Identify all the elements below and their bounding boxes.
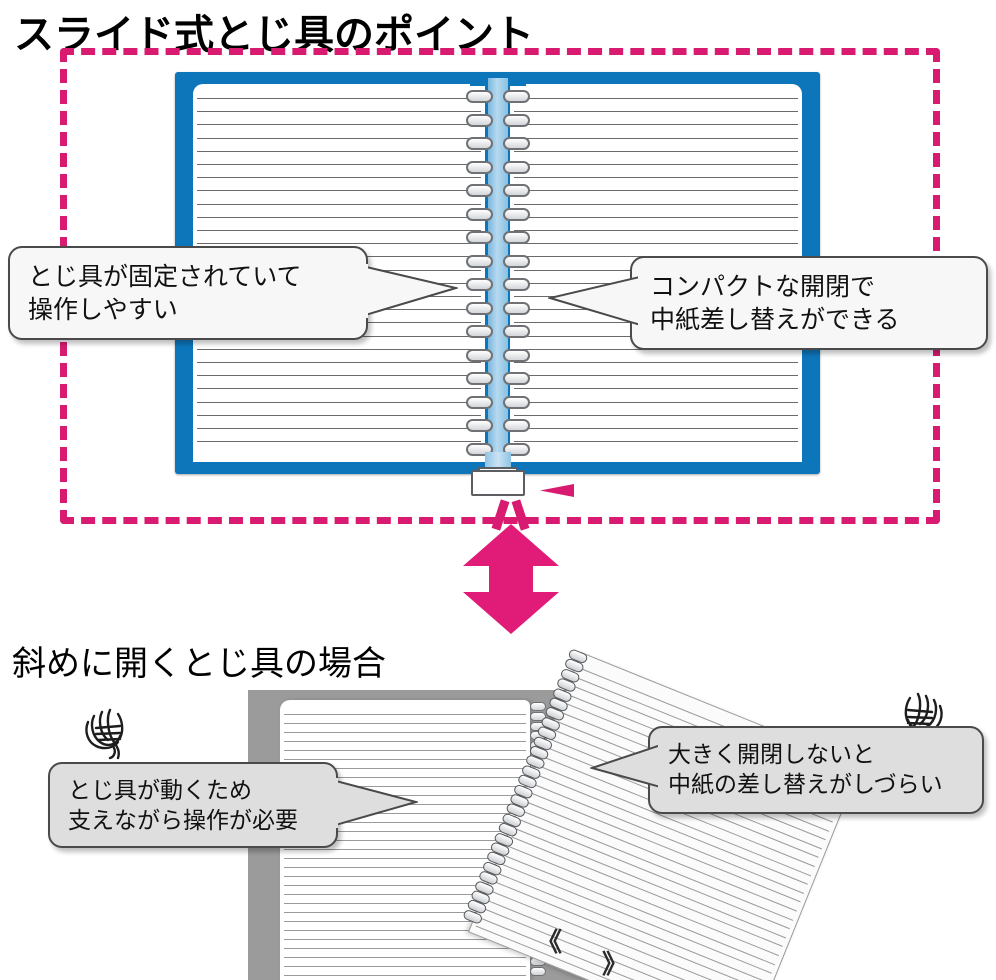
binding-ring: [466, 419, 493, 432]
binding-ring: [466, 301, 493, 315]
binding-ring: [503, 301, 530, 315]
binding-ring: [503, 207, 530, 221]
binding-ring: [466, 207, 493, 221]
binding-ring: [503, 113, 530, 127]
binding-ring: [466, 113, 493, 127]
angled-binding-ring: [530, 702, 546, 711]
callout-binding-moves-text: とじ具が動くため 支えながら操作が必要: [68, 778, 298, 835]
binding-slider-tab[interactable]: [471, 470, 525, 496]
callout-compact-open: コンパクトな開閉で 中紙差し替えができる: [630, 256, 988, 350]
binding-ring: [503, 254, 530, 268]
angled-binder-notebook: [248, 690, 648, 980]
binding-ring: [466, 278, 493, 291]
callout-binding-moves: とじ具が動くため 支えながら操作が必要: [48, 762, 338, 848]
motion-mark-right: 》: [602, 950, 629, 980]
flat-page-rule-lines: [280, 714, 530, 980]
binding-ring: [466, 254, 493, 268]
effort-scribble-left-icon: [85, 708, 124, 760]
binding-ring: [503, 348, 530, 362]
binding-slide-rail: [488, 78, 508, 468]
callout-fixed-binding-tail: [362, 264, 458, 318]
motion-mark-left: 《: [536, 928, 563, 958]
binding-ring: [466, 137, 493, 150]
callout-hard-to-swap-tail: [590, 742, 664, 792]
binding-ring: [503, 160, 530, 174]
callout-hard-to-swap-text: 大きく開閉しないと 中紙の差し替えがしづらい: [668, 742, 943, 799]
binding-ring: [466, 90, 493, 103]
binding-ring: [503, 325, 530, 338]
callout-binding-moves-tail: [332, 778, 418, 828]
binding-ring: [466, 231, 493, 244]
angled-binding-ring: [530, 966, 546, 976]
binding-ring: [503, 419, 530, 432]
binding-ring: [503, 372, 530, 385]
callout-compact-open-text: コンパクトな開閉で 中紙差し替えができる: [650, 272, 900, 334]
binding-ring: [503, 137, 530, 150]
binding-ring: [503, 231, 530, 244]
binding-ring: [466, 395, 493, 409]
binding-ring: [503, 184, 530, 197]
binding-ring: [466, 372, 493, 385]
binding-ring: [503, 278, 530, 291]
binding-ring: [466, 184, 493, 197]
slide-ring-binding: [460, 72, 536, 474]
binding-ring: [466, 348, 493, 362]
binding-ring: [466, 325, 493, 338]
callout-hard-to-swap: 大きく開閉しないと 中紙の差し替えがしづらい: [648, 726, 984, 814]
callout-fixed-binding: とじ具が固定されていて 操作しやすい: [8, 246, 368, 340]
callout-fixed-binding-text: とじ具が固定されていて 操作しやすい: [28, 262, 302, 324]
binding-ring: [466, 160, 493, 174]
callout-compact-open-tail: [548, 274, 644, 328]
section-subtitle: 斜めに開くとじ具の場合: [12, 644, 386, 684]
double-vertical-arrow-icon: [463, 524, 559, 634]
binding-ring: [503, 395, 530, 409]
binding-ring: [503, 90, 530, 103]
